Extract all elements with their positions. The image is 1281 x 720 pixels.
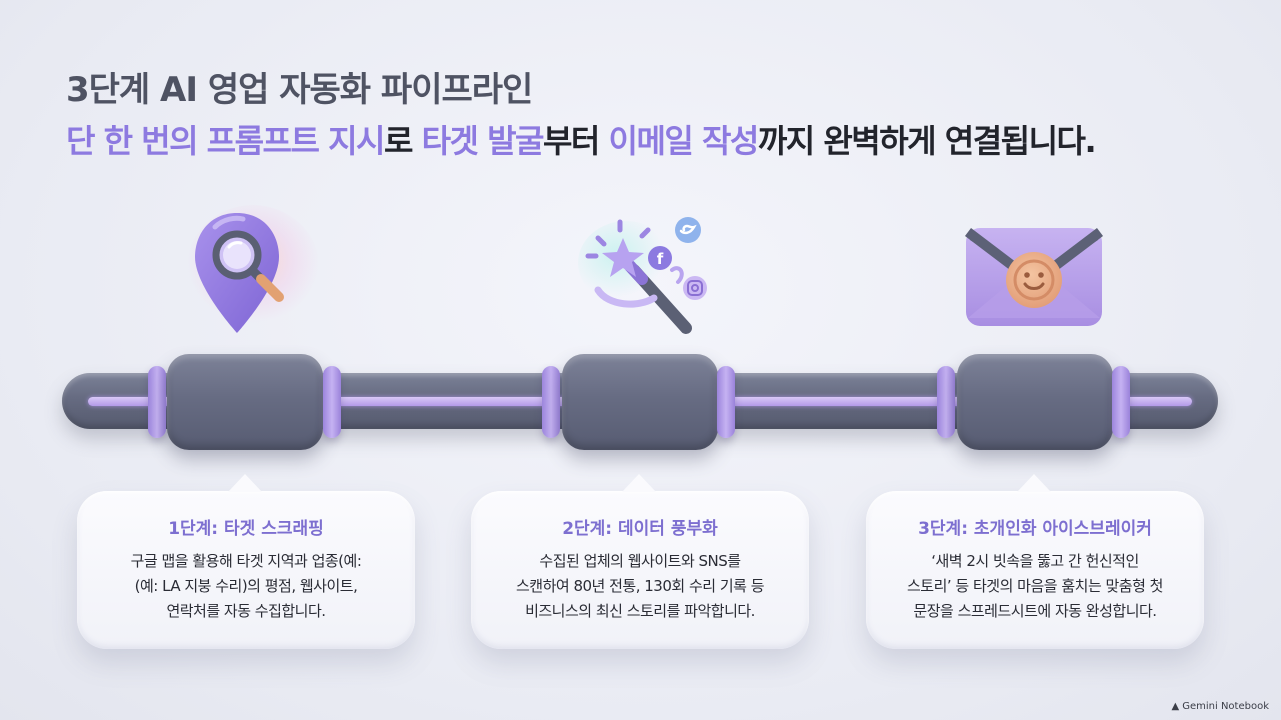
watermark-text: Gemini Notebook bbox=[1182, 701, 1269, 712]
card-pointer bbox=[228, 474, 262, 492]
pipeline-ring bbox=[937, 366, 955, 438]
card-pointer bbox=[622, 474, 656, 492]
stage-description-line: 구글 맵을 활용해 타겟 지역과 업종(예: bbox=[130, 552, 362, 570]
magic-wand-social-icon: f bbox=[578, 217, 707, 334]
stage-description-line: (예: LA 지붕 수리)의 평점, 웹사이트, bbox=[134, 577, 358, 595]
pipeline-ring bbox=[148, 366, 166, 438]
stage-description-line: 문장을 스프레드시트에 자동 완성합니다. bbox=[913, 602, 1157, 620]
subtitle-text: 부터 bbox=[542, 122, 609, 160]
pipeline-ring bbox=[717, 366, 735, 438]
pipeline-ring bbox=[542, 366, 560, 438]
stage-description-line: 스토리’ 등 타겟의 마음을 훔치는 맞춤형 첫 bbox=[907, 577, 1163, 595]
pipeline-block-stage-2 bbox=[562, 354, 718, 450]
pipeline-ring bbox=[1112, 366, 1130, 438]
stage-title: 1단계: 타겟 스크래핑 bbox=[168, 519, 324, 539]
stage-description-line: ‘새벽 2시 빗속을 뚫고 간 헌신적인 bbox=[931, 552, 1139, 570]
pipeline-block-stage-1 bbox=[167, 354, 323, 450]
subtitle-highlight-prompt: 단 한 번의 프롬프트 지시 bbox=[66, 122, 385, 160]
stage-description: 구글 맵을 활용해 타겟 지역과 업종(예: (예: LA 지붕 수리)의 평점… bbox=[77, 549, 415, 624]
stage-title: 3단계: 초개인화 아이스브레이커 bbox=[918, 519, 1152, 539]
stage-description-line: 수집된 업체의 웹사이트와 SNS를 bbox=[539, 552, 741, 570]
stage-description-line: 연락처를 자동 수집합니다. bbox=[166, 602, 326, 620]
stage-card-3: 3단계: 초개인화 아이스브레이커 ‘새벽 2시 빗속을 뚫고 간 헌신적인 스… bbox=[866, 474, 1204, 649]
subtitle-highlight-email: 이메일 작성 bbox=[608, 122, 760, 160]
subtitle-text: 까지 완벽하게 연결됩니다. bbox=[757, 122, 1097, 160]
page-subtitle: 단 한 번의 프롬프트 지시로 타겟 발굴부터 이메일 작성까지 완벽하게 연결… bbox=[66, 116, 1097, 162]
stage-description: ‘새벽 2시 빗속을 뚫고 간 헌신적인 스토리’ 등 타겟의 마음을 훔치는 … bbox=[866, 549, 1204, 624]
pipeline-block-stage-3 bbox=[957, 354, 1113, 450]
subtitle-text: 로 bbox=[383, 122, 422, 160]
page-title: 3단계 AI 영업 자동화 파이프라인 bbox=[66, 70, 533, 110]
stage-description-line: 비즈니스의 최신 스토리를 파악합니다. bbox=[525, 602, 755, 620]
pipeline-ring bbox=[323, 366, 341, 438]
map-pin-search-icon bbox=[187, 205, 319, 333]
card-pointer bbox=[1017, 474, 1051, 492]
watermark: ▲Gemini Notebook bbox=[1172, 701, 1269, 712]
stage-description: 수집된 업체의 웹사이트와 SNS를 스캔하여 80년 전통, 130회 수리 … bbox=[471, 549, 809, 624]
stage-description-line: 스캔하여 80년 전통, 130회 수리 기록 등 bbox=[516, 577, 765, 595]
stage-title: 2단계: 데이터 풍부화 bbox=[562, 519, 718, 539]
envelope-wax-seal-icon bbox=[964, 228, 1104, 326]
gemini-logo-icon: ▲ bbox=[1171, 701, 1180, 712]
subtitle-highlight-target: 타겟 발굴 bbox=[421, 122, 545, 160]
svg-text:f: f bbox=[657, 250, 664, 268]
stage-card-1: 1단계: 타겟 스크래핑 구글 맵을 활용해 타겟 지역과 업종(예: (예: … bbox=[77, 474, 415, 649]
stage-card-2: 2단계: 데이터 풍부화 수집된 업체의 웹사이트와 SNS를 스캔하여 80년… bbox=[471, 474, 809, 649]
